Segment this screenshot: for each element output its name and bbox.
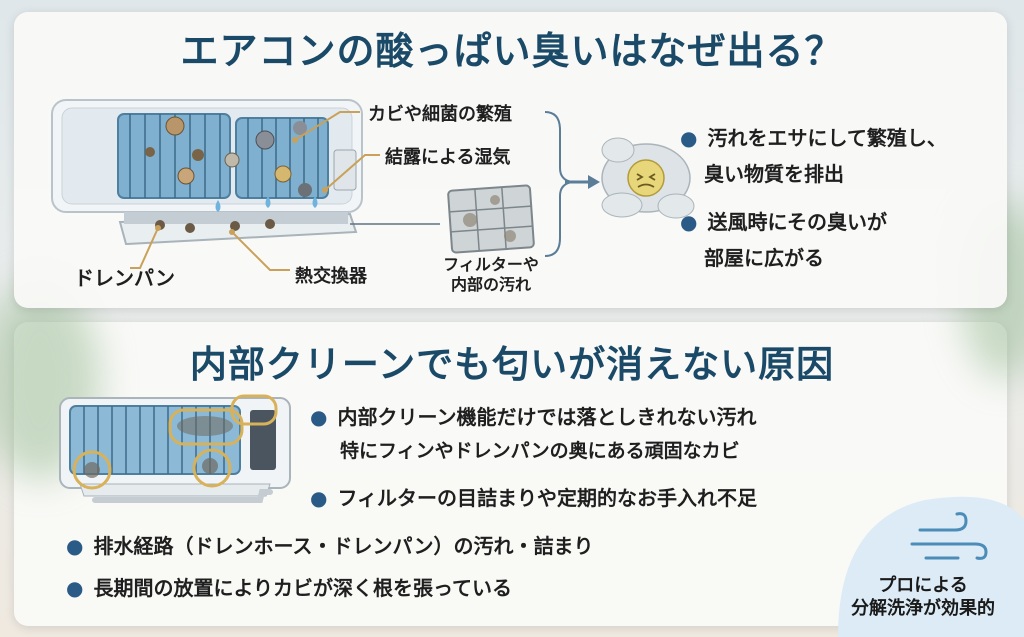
bullet-dot: ●: [310, 486, 328, 510]
bullet-item: ● 排水経路（ドレンホース・ドレンパン）の汚れ・詰まり: [66, 528, 593, 564]
badge-line1: プロによる: [878, 575, 968, 596]
bullet-dot: ●: [680, 210, 698, 234]
label-filter: フィルターや 内部の汚れ: [436, 255, 546, 295]
bullet-text: 長期間の放置によりカビが深く根を張っている: [93, 576, 513, 600]
bullet-item: ● 汚れをエサにして繁殖し、 臭い物質を排出: [680, 120, 947, 192]
smell-cloud-icon: [601, 137, 695, 219]
label-drain-pan: ドレンパン: [74, 266, 175, 290]
bullet-item: ● 内部クリーン機能だけでは落としきれない汚れ 特にフィンやドレンパンの奥にある頑…: [310, 400, 756, 468]
bullet-text: 特にフィンやドレンパンの奥にある頑固なカビ: [340, 440, 740, 462]
bullet-text: 部屋に広がる: [704, 246, 824, 270]
bullet-dot: ●: [680, 126, 698, 150]
pro-cleaning-badge: プロによる 分解洗浄が効果的: [838, 574, 1008, 620]
badge-line2: 分解洗浄が効果的: [851, 598, 995, 619]
wind-icon: [838, 496, 1024, 637]
mold-icon: [145, 116, 312, 233]
label-heat-exchanger: 熱交換器: [295, 266, 367, 287]
label-mold: カビや細菌の繁殖: [368, 104, 512, 125]
bullet-dot: ●: [66, 534, 84, 558]
bullet-text: フィルターの目詰まりや定期的なお手入れ不足: [337, 486, 758, 510]
section1-title: エアコンの酸っぱい臭いはなぜ出る？: [180, 29, 844, 73]
bullet-text: 汚れをエサにして繁殖し、: [707, 126, 947, 150]
bullet-text: 臭い物質を排出: [704, 162, 844, 186]
water-drop-icon: [215, 196, 318, 212]
bullet-item: ● 長期間の放置によりカビが深く根を張っている: [66, 570, 512, 606]
label-filter-line1: フィルターや: [443, 255, 539, 274]
bullet-dot: ●: [310, 405, 328, 429]
bullet-text: 内部クリーン機能だけでは落としきれない汚れ: [337, 405, 757, 429]
label-condensation: 結露による湿気: [385, 147, 511, 168]
air-conditioner-illustration: [51, 99, 363, 246]
air-conditioner-illustration-2: [59, 394, 291, 503]
bullet-item: ● 送風時にその臭いが 部屋に広がる: [680, 204, 887, 276]
bullet-text: 送風時にその臭いが: [707, 210, 888, 234]
bullet-text: 排水経路（ドレンホース・ドレンパン）の汚れ・詰まり: [93, 534, 594, 558]
bullet-item: ● フィルターの目詰まりや定期的なお手入れ不足: [310, 480, 757, 516]
section2-title: 内部クリーンでも匂いが消えない原因: [189, 343, 835, 386]
filter-icon: [447, 184, 535, 254]
label-filter-line2: 内部の汚れ: [450, 275, 531, 294]
bullet-dot: ●: [66, 576, 84, 600]
